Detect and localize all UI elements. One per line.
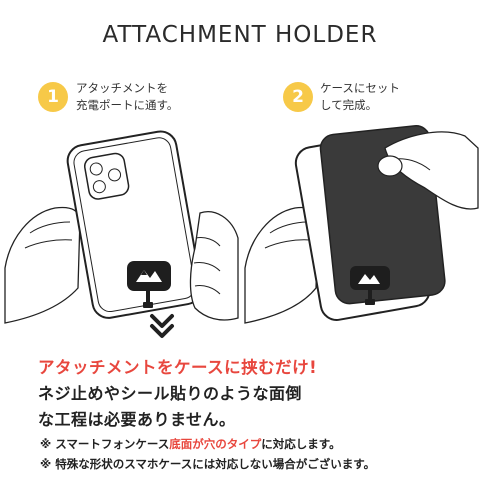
note-1-post: に対応します。 [261, 437, 341, 451]
note-1: ※ スマートフォンケース底面が穴のタイプに対応します。 [40, 436, 341, 452]
attachment-holder-2 [350, 266, 390, 305]
step-1-line2: 充電ポートに通す。 [76, 98, 179, 112]
attachment-holder [127, 261, 171, 308]
headline: アタッチメントをケースに挟むだけ! [38, 358, 318, 377]
page-title: ATTACHMENT HOLDER [102, 22, 378, 48]
step-1-badge: 1 [38, 82, 68, 112]
illustration-step-2 [244, 125, 479, 324]
chevron-down-icon [150, 314, 174, 338]
phone-case [66, 130, 203, 319]
note-2-text: 特殊な形状のスマホケースには対応しない場合がございます。 [55, 457, 376, 471]
note-1-pre: スマートフォンケース [55, 437, 170, 451]
note-2: ※ 特殊な形状のスマホケースには対応しない場合がございます。 [40, 456, 375, 472]
body-line-1: ネジ止めやシール貼りのような面倒 [38, 384, 303, 403]
illustration-step-1 [4, 130, 239, 338]
step-2-line1: ケースにセット [320, 81, 400, 95]
step-1-line1: アタッチメントを [76, 81, 168, 95]
note-1-highlight: 底面が穴のタイプ [169, 437, 262, 451]
left-hand [4, 206, 81, 324]
note-2-mark: ※ [40, 457, 52, 471]
body-line-2: な工程は必要ありません。 [38, 410, 236, 429]
step-1-text: アタッチメントを 充電ポートに通す。 [76, 80, 178, 114]
right-hand [189, 211, 239, 321]
step-2-text: ケースにセット して完成。 [320, 80, 400, 114]
step-2-badge: 2 [283, 82, 313, 112]
note-1-mark: ※ [40, 437, 52, 451]
step-2-line2: して完成。 [320, 98, 378, 112]
right-hand-2 [384, 131, 479, 210]
mountain-logo-icon-2 [358, 274, 380, 284]
